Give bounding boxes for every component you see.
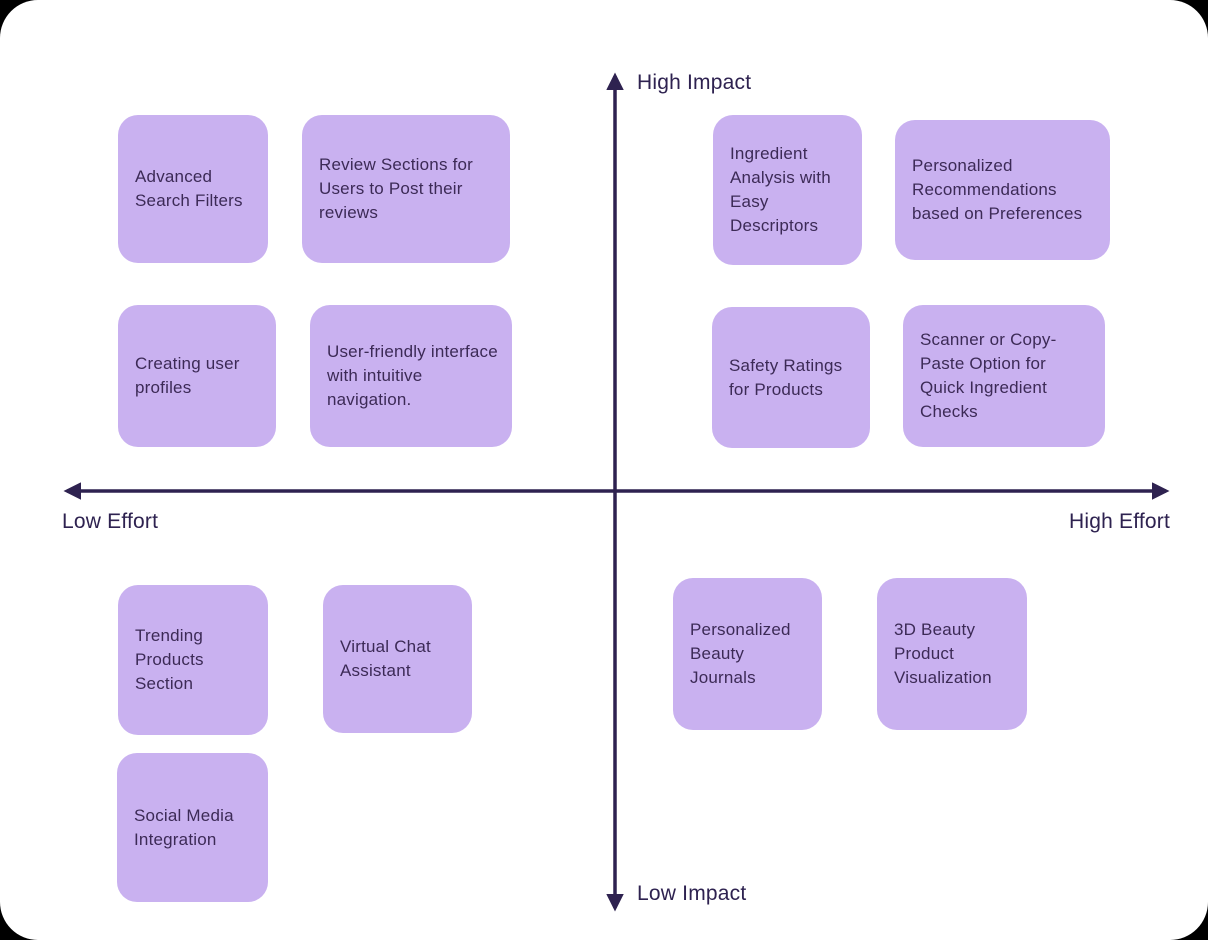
note-card-ingredient-analysis[interactable]: Ingredient Analysis with Easy Descriptor…: [713, 115, 862, 265]
note-card-personalized-recommendations[interactable]: Personalized Recommendations based on Pr…: [895, 120, 1110, 260]
note-card-social-media-integration[interactable]: Social Media Integration: [117, 753, 268, 902]
axis-label-low-effort: Low Effort: [62, 510, 159, 533]
note-card-personalized-beauty-journals[interactable]: Personalized Beauty Journals: [673, 578, 822, 730]
note-card-safety-ratings[interactable]: Safety Ratings for Products: [712, 307, 870, 448]
note-card-3d-beauty-visualization[interactable]: 3D Beauty Product Visualization: [877, 578, 1027, 730]
note-card-user-friendly-interface[interactable]: User-friendly interface with intuitive n…: [310, 305, 512, 447]
note-card-trending-products[interactable]: Trending Products Section: [118, 585, 268, 735]
note-card-virtual-chat-assistant[interactable]: Virtual Chat Assistant: [323, 585, 472, 733]
note-card-review-sections[interactable]: Review Sections for Users to Post their …: [302, 115, 510, 263]
note-card-creating-user-profiles[interactable]: Creating user profiles: [118, 305, 276, 447]
axis-label-high-impact: High Impact: [637, 71, 752, 94]
axis-label-low-impact: Low Impact: [637, 882, 747, 905]
axis-label-high-effort: High Effort: [1068, 510, 1170, 533]
note-card-advanced-search-filters[interactable]: Advanced Search Filters: [118, 115, 268, 263]
note-card-scanner-copy-paste[interactable]: Scanner or Copy-Paste Option for Quick I…: [903, 305, 1105, 447]
